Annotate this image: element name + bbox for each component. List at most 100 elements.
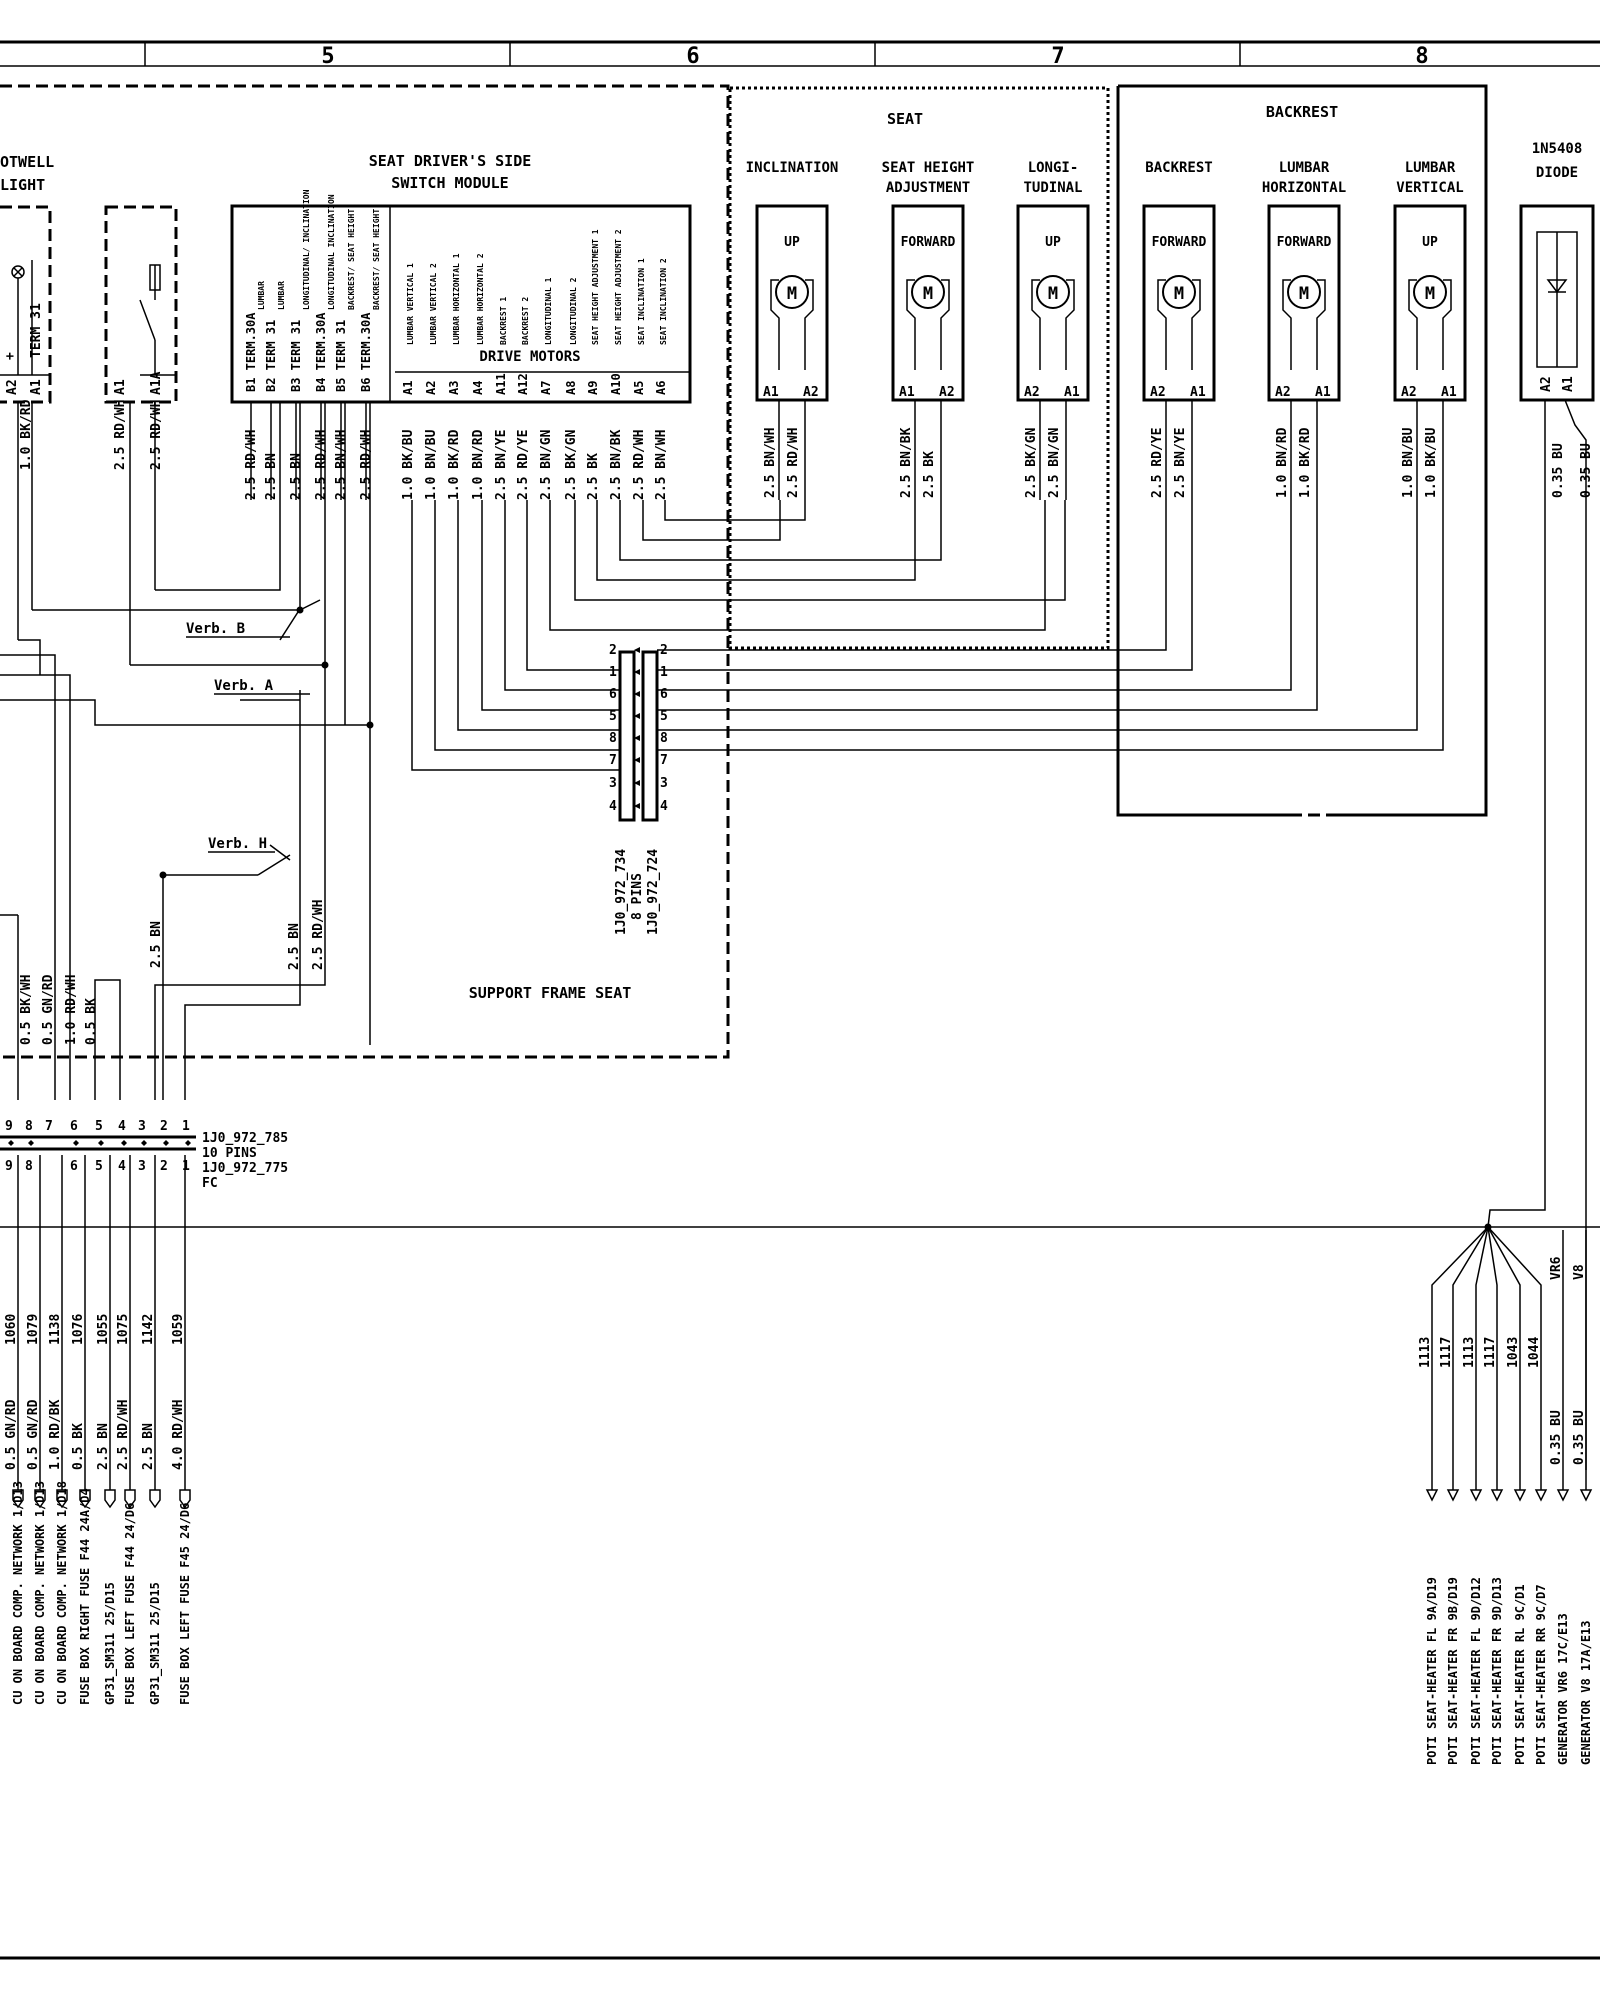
motor-direction: FORWARD (1152, 235, 1207, 250)
b-pin-function: LUMBAR (257, 281, 266, 310)
motor-symbol: M (1048, 284, 1058, 304)
column-7: 7 (1051, 44, 1064, 69)
motor-pin: A2 (1275, 385, 1291, 400)
svg-text:2.5 RD/WH: 2.5 RD/WH (311, 900, 326, 970)
a-pin-wire: 2.5 BN/YE (494, 430, 509, 500)
svg-text:2.5 RD/WH: 2.5 RD/WH (149, 400, 164, 470)
a-pin-function: LUMBAR VERTICAL 1 (406, 263, 415, 345)
motor-pin: A1 (899, 385, 915, 400)
svg-text:1.0 RD/WH: 1.0 RD/WH (64, 975, 79, 1045)
a-pin-wire: 1.0 BN/RD (471, 429, 486, 500)
pin-number: 7 (45, 1119, 53, 1134)
wire-number: 1075 (116, 1314, 131, 1345)
motor-pin: A2 (1401, 385, 1417, 400)
a-pin-function: SEAT INCLINATION 1 (637, 258, 646, 345)
wire-number: 1142 (141, 1314, 156, 1345)
column-header: 5 6 7 8 (0, 40, 1600, 69)
backrest-group-title: BACKREST (1266, 103, 1338, 121)
wire-spec: 1.0 RD/BK (48, 1399, 63, 1470)
motor-wire: 2.5 BN/YE (1173, 428, 1188, 498)
destination-label: CU ON BOARD COMP. NETWORK 1/D13 (11, 1481, 25, 1705)
motor-name: TUDINAL (1023, 180, 1082, 196)
motor-name: LUMBAR (1279, 160, 1330, 176)
svg-text:A1: A1 (113, 379, 128, 395)
pin-number: 2 (609, 643, 617, 658)
svg-text:1J0_972_785: 1J0_972_785 (202, 1131, 288, 1146)
motor-pin: A2 (939, 385, 955, 400)
verb-h-label: Verb. H (208, 836, 267, 852)
destination-label: POTI SEAT-HEATER FL 9A/D19 (1425, 1577, 1439, 1765)
pin-number: 3 (138, 1119, 146, 1134)
motor-wire: 2.5 RD/YE (1150, 428, 1165, 498)
pin-number: 1 (182, 1119, 190, 1134)
a-pin-wire: 2.5 BK/GN (564, 429, 579, 500)
motor-pin: A1 (763, 385, 779, 400)
svg-text:LIGHT: LIGHT (0, 176, 45, 194)
a-pin-wire: 2.5 RD/WH (632, 430, 647, 500)
motor-pin: A1 (1315, 385, 1331, 400)
svg-text:FC: FC (202, 1176, 218, 1191)
pin-number: 5 (95, 1159, 103, 1174)
motor-wire: 2.5 RD/WH (786, 428, 801, 498)
motor-symbol: M (923, 284, 933, 304)
a-pin-function: LONGITUDINAL 2 (569, 277, 578, 345)
wire-spec: 2.5 BN (96, 1423, 111, 1470)
pin-number: 3 (609, 776, 617, 791)
a-pin-function: LUMBAR VERTICAL 2 (429, 263, 438, 345)
svg-text:TERM 31: TERM 31 (29, 303, 44, 358)
pin-number: 6 (70, 1159, 78, 1174)
a-pin-function: SEAT INCLINATION 2 (659, 258, 668, 345)
svg-text:1J0_972_775: 1J0_972_775 (202, 1161, 288, 1176)
motor-name: INCLINATION (746, 160, 839, 176)
pin-number: 1 (609, 665, 617, 680)
svg-text:1J0_972_734: 1J0_972_734 (614, 849, 629, 935)
wire-number: V8 (1572, 1264, 1587, 1280)
destination-label: POTI SEAT-HEATER FL 9D/D12 (1469, 1577, 1483, 1765)
wire-spec: 4.0 RD/WH (171, 1400, 186, 1470)
b-pin-function: BACKREST/ SEAT HEIGHT (372, 209, 381, 310)
motor-name: SEAT HEIGHT (882, 160, 975, 176)
wire-number: 1117 (1439, 1337, 1454, 1368)
wire-spec: 2.5 RD/WH (116, 1400, 131, 1470)
a-pin-wire: 1.0 BK/RD (447, 429, 462, 500)
motor-symbol: M (1299, 284, 1309, 304)
motor-pin: A2 (1150, 385, 1166, 400)
motor-name: HORIZONTAL (1262, 180, 1346, 196)
wire-spec: 2.5 BN (141, 1423, 156, 1470)
svg-text:2.5 RD/WH: 2.5 RD/WH (113, 400, 128, 470)
pin-number: 8 (25, 1119, 33, 1134)
diode: 1N5408 DIODE A2 A1 0.35 BU 0.35 BU (1487, 141, 1595, 1470)
destination-label: GP31_SM311 25/D15 (103, 1582, 118, 1705)
backrest-group-outline (1116, 84, 1488, 817)
a-pin-label: A3 (447, 381, 461, 395)
a-pin-label: A10 (609, 373, 623, 395)
diode-part: 1N5408 (1532, 141, 1583, 157)
a-pin-wire: 2.5 BN/BK (609, 429, 624, 500)
a-pin-label: A7 (539, 381, 553, 395)
a-pin-function: LONGITUDINAL 1 (544, 277, 553, 345)
b-pin-label: B5 TERM 31 (334, 320, 348, 392)
a-pin-wire: 1.0 BN/BU (424, 429, 439, 500)
b-pin-function: LUMBAR (277, 281, 286, 310)
motor-name: LUMBAR (1405, 160, 1456, 176)
a-pin-function: BACKREST 2 (521, 297, 530, 345)
motor-wire: 2.5 BK (922, 451, 937, 498)
column-6: 6 (686, 44, 699, 69)
a-pin-label: A4 (471, 381, 485, 395)
svg-text:2.5 BN: 2.5 BN (287, 923, 302, 970)
svg-text:OTWELL: OTWELL (0, 153, 54, 171)
pin-number: 9 (5, 1159, 13, 1174)
switch-module-subtitle: SWITCH MODULE (391, 174, 508, 192)
pin-number: 6 (660, 687, 668, 702)
motor-symbol: M (1425, 284, 1435, 304)
motor-symbol: M (1174, 284, 1184, 304)
a-pin-wire: 2.5 BN/GN (539, 429, 554, 500)
wire-spec: 0.35 BU (1572, 1410, 1587, 1465)
wire-spec: 0.5 GN/RD (26, 1399, 41, 1470)
a-pin-label: A2 (424, 381, 438, 395)
